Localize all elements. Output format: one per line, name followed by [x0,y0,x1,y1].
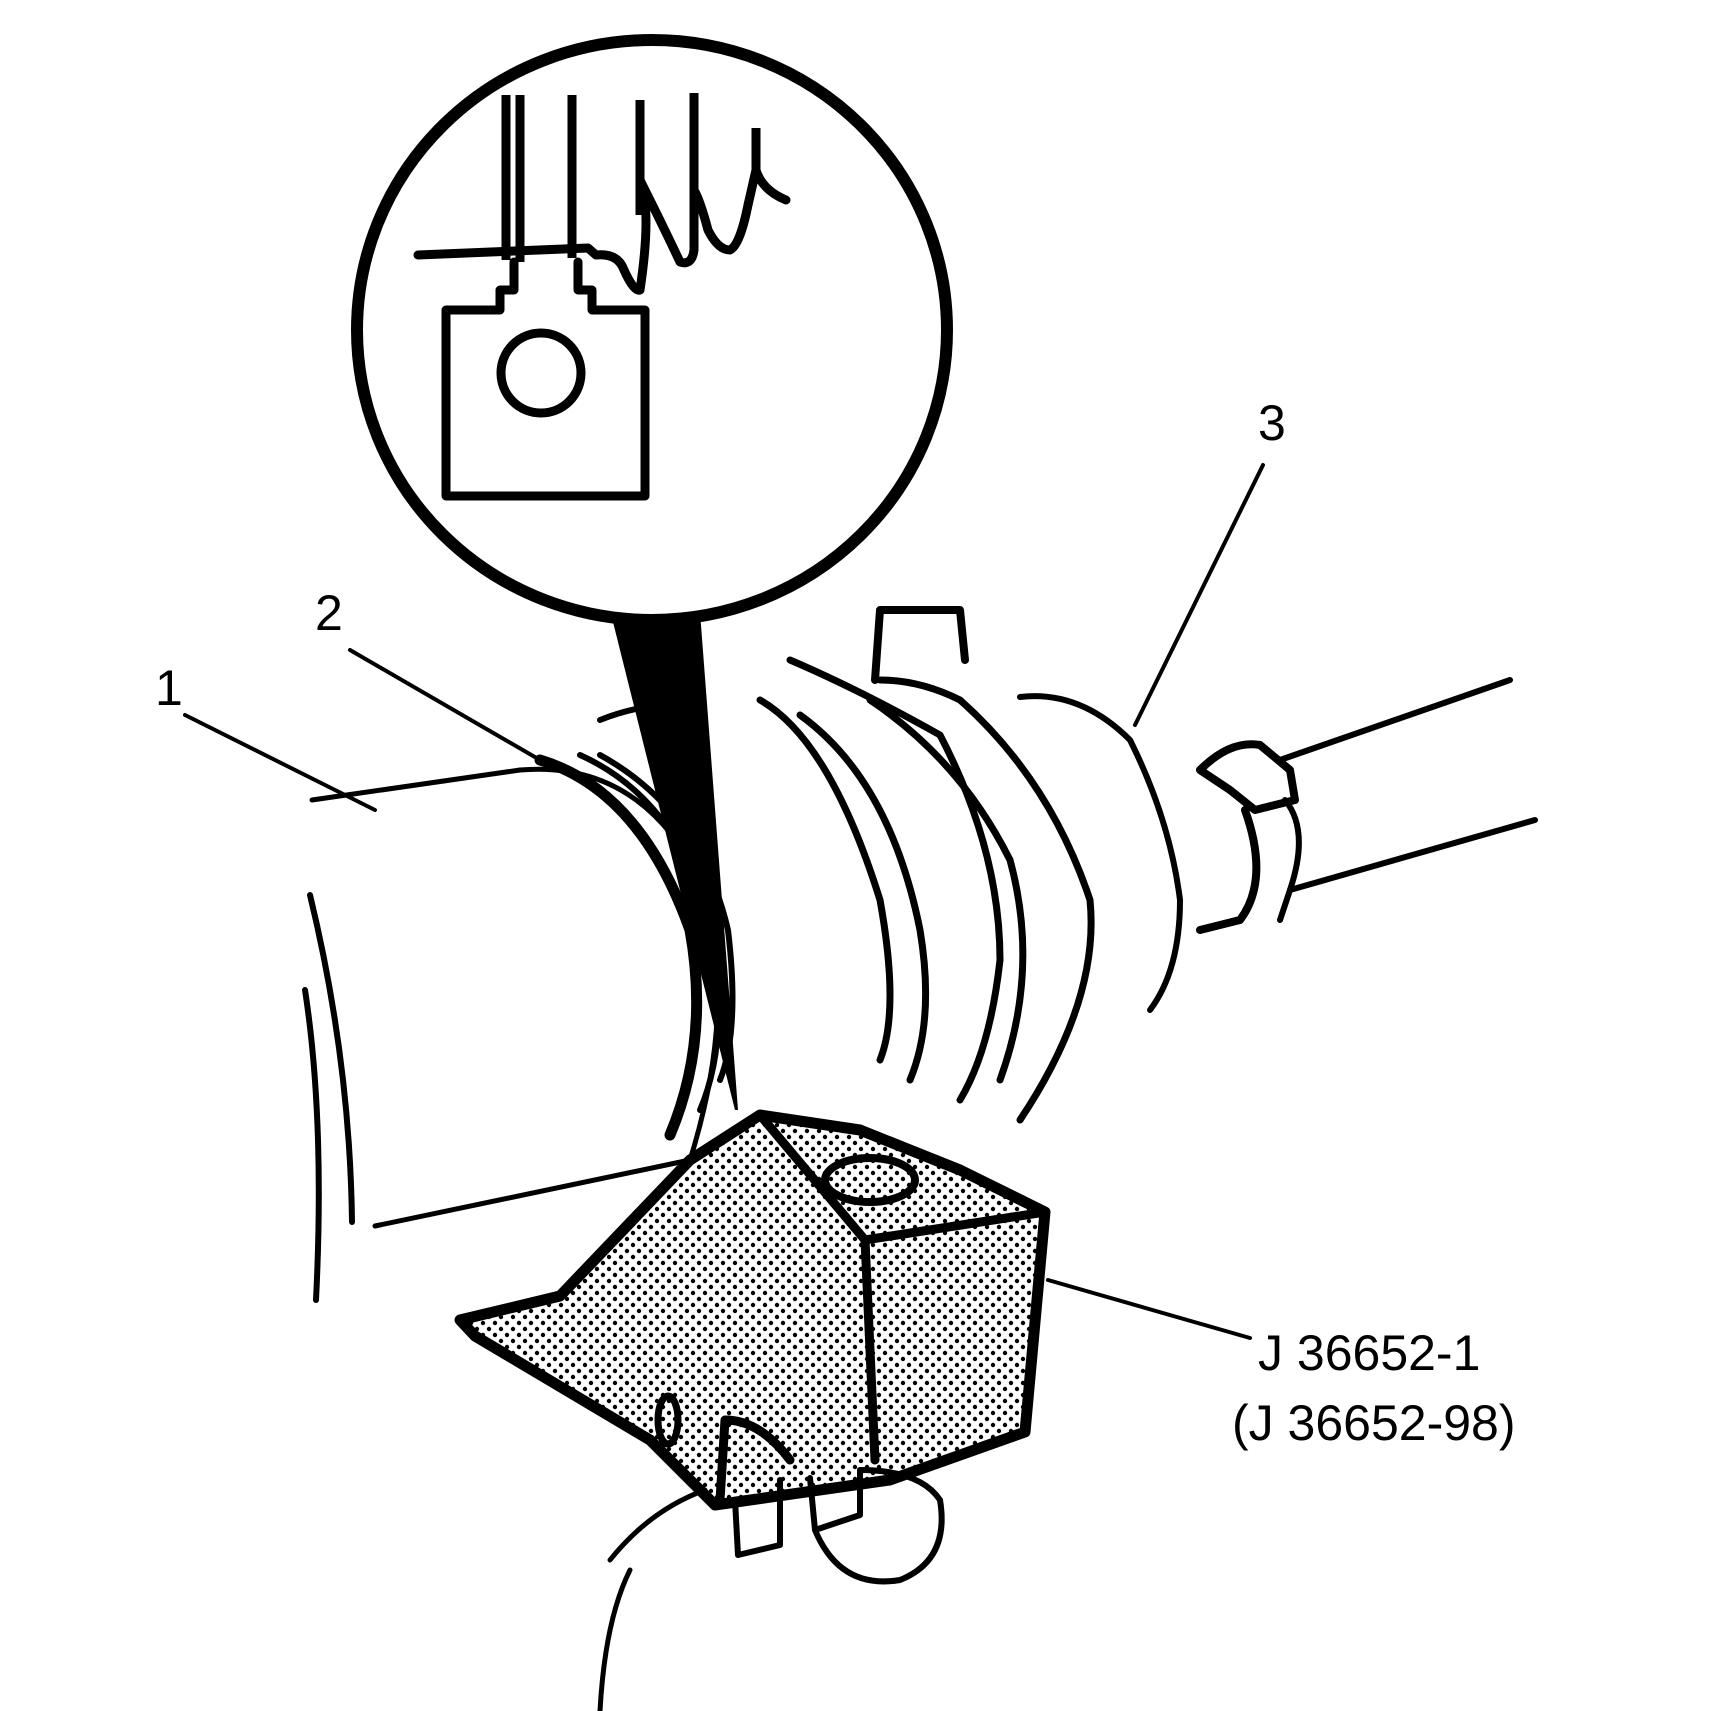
tool-label-line1: J 36652-1 [1258,1325,1480,1381]
tool-j36652-1 [454,1109,1051,1511]
wing-screw [597,1467,945,1711]
tool-label-line2: (J 36652-98) [1232,1395,1516,1451]
callout-2: 2 [315,585,343,641]
tie-rod-housing [302,752,736,1303]
boot [597,606,1183,1124]
leader-lines [183,463,1265,1340]
callout-1: 1 [155,660,183,716]
callout-3: 3 [1258,395,1286,451]
inset-magnifier [351,34,953,1110]
inner-shaft [1196,677,1538,934]
